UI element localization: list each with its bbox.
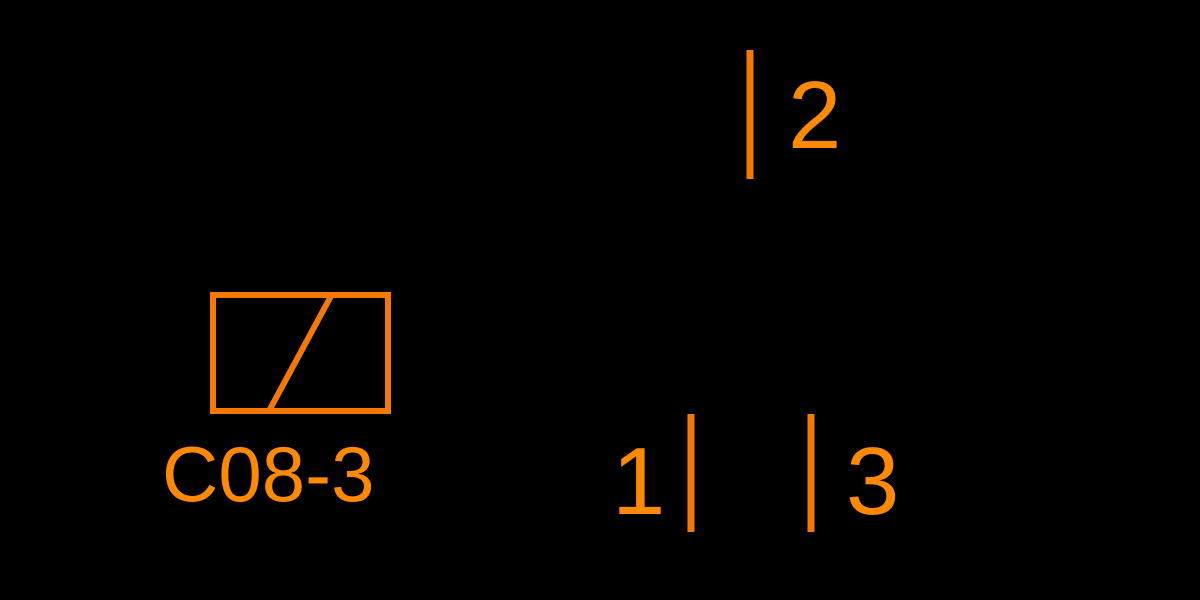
coil-diagonal-line <box>266 294 334 413</box>
pin-3-label: 3 <box>846 428 899 535</box>
coil-rectangle-shape <box>210 292 391 414</box>
relay-coil-symbol <box>210 292 391 414</box>
component-label: C08-3 <box>162 430 374 518</box>
pin-1-label: 1 <box>612 428 665 535</box>
pin-2-label: 2 <box>788 62 841 169</box>
